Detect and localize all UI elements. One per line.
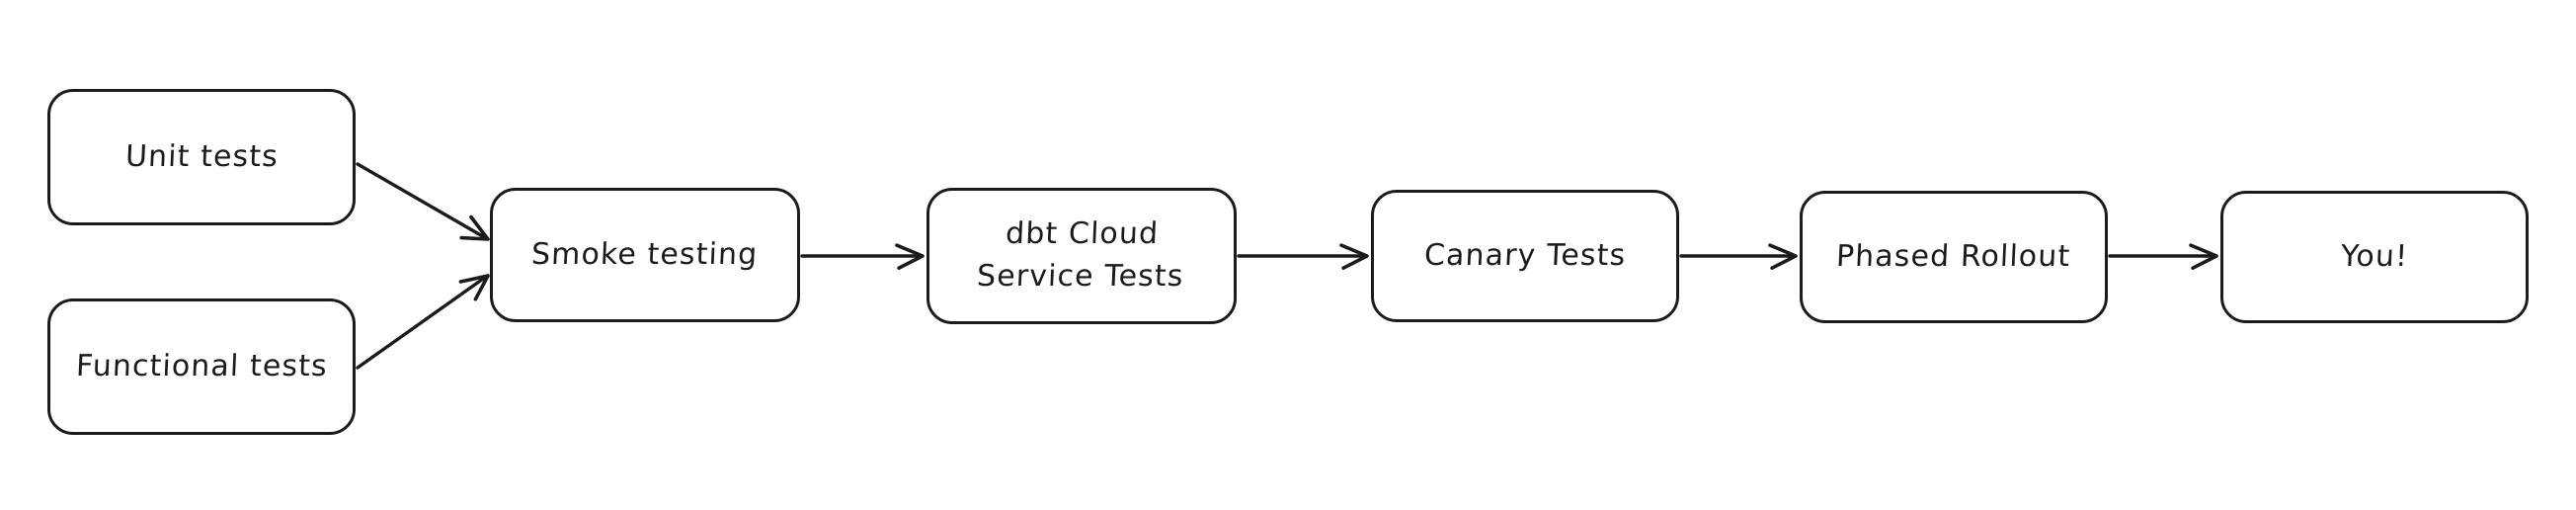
- node-canary-tests[interactable]: Canary Tests: [1371, 190, 1679, 322]
- arrowhead-icon: [895, 243, 925, 270]
- node-unit-tests[interactable]: Unit tests: [47, 89, 356, 225]
- node-label: Functional tests: [74, 348, 329, 383]
- node-label: dbt Cloud Service Tests: [976, 216, 1185, 294]
- node-dbt-cloud-service-tests[interactable]: dbt Cloud Service Tests: [926, 188, 1237, 324]
- edge-line: [356, 275, 488, 370]
- edge-canary-tests-to-phased-rollout: [1679, 243, 1798, 270]
- node-label: Phased Rollout: [1835, 238, 2072, 274]
- edge-phased-rollout-to-you: [2108, 243, 2218, 270]
- arrowhead-icon: [1768, 243, 1798, 270]
- node-label: Canary Tests: [1423, 237, 1627, 273]
- node-you[interactable]: You!: [2220, 191, 2529, 323]
- node-label: Unit tests: [123, 138, 280, 174]
- edge-unit-tests-to-smoke-testing: [356, 162, 490, 241]
- arrowhead-icon: [1339, 243, 1369, 270]
- arrowhead-icon: [458, 274, 490, 301]
- arrowhead-icon: [2189, 243, 2218, 270]
- node-label: Smoke testing: [530, 236, 760, 272]
- node-smoke-testing[interactable]: Smoke testing: [490, 188, 800, 322]
- edge-dbt-cloud-service-tests-to-canary-tests: [1237, 243, 1369, 270]
- node-label: You!: [2340, 238, 2409, 274]
- edge-functional-tests-to-smoke-testing: [356, 274, 490, 370]
- edge-line: [356, 162, 488, 240]
- edge-smoke-testing-to-dbt-cloud-service-tests: [800, 243, 925, 270]
- node-functional-tests[interactable]: Functional tests: [47, 298, 356, 435]
- arrowhead-icon: [459, 214, 490, 241]
- node-phased-rollout[interactable]: Phased Rollout: [1800, 191, 2108, 323]
